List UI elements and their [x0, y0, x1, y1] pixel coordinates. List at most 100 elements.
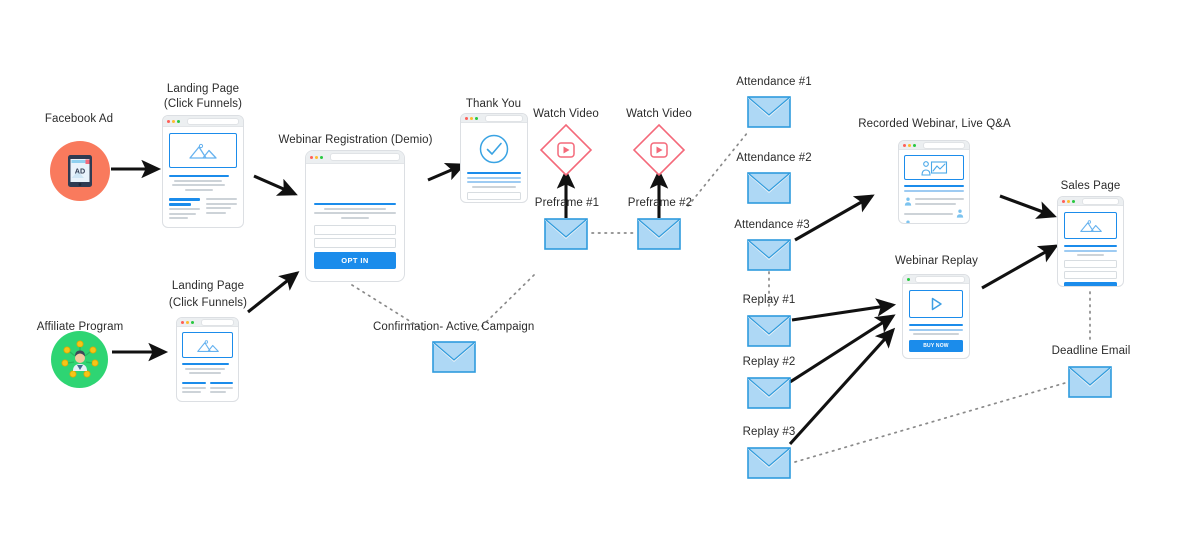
close-dot	[310, 155, 313, 159]
email-input[interactable]	[1064, 271, 1117, 280]
text-line	[206, 198, 237, 201]
person-icon	[906, 220, 910, 223]
landing-page-2-mockup[interactable]	[176, 317, 239, 402]
browser-bar	[1058, 197, 1123, 206]
two-column-block	[182, 379, 233, 395]
recorded-webinar-mockup[interactable]	[898, 140, 970, 224]
page-body: CALL TO ACTION	[1058, 206, 1123, 286]
text-line	[171, 184, 225, 187]
heading-line	[182, 363, 229, 366]
text-line	[341, 216, 369, 219]
maximize-dot	[475, 116, 478, 120]
url-bar	[201, 318, 234, 326]
browser-bar	[899, 141, 969, 150]
watch-video-2-icon[interactable]	[632, 123, 686, 182]
webinar-replay-mockup[interactable]: BUY NOW	[902, 274, 970, 359]
chat-message-row	[904, 196, 964, 208]
text-line	[169, 203, 192, 206]
landing-page-1-label: Landing Page	[166, 83, 240, 95]
deadline-email-label: Deadline Email	[1051, 345, 1131, 357]
landing-page-1-sublabel: (Click Funnels)	[163, 98, 243, 110]
text-line	[904, 189, 964, 192]
minimize-dot	[186, 320, 189, 324]
webinar-registration-label: Webinar Registration (Demio)	[278, 134, 433, 146]
affiliate-program-icon[interactable]	[51, 331, 108, 388]
text-line	[169, 217, 188, 220]
browser-bar	[306, 151, 404, 164]
hero-image	[1064, 212, 1117, 239]
replay-1-icon[interactable]	[747, 315, 791, 352]
close-dot	[167, 119, 170, 123]
webinar-registration-mockup[interactable]: OPT IN	[305, 150, 405, 282]
minimize-dot	[470, 116, 473, 120]
name-input[interactable]	[1064, 260, 1117, 269]
envelope-icon	[747, 96, 791, 128]
browser-bar	[461, 114, 527, 123]
person-icon	[904, 197, 912, 206]
page-body	[899, 150, 969, 223]
attendance-1-icon[interactable]	[747, 96, 791, 133]
text-line	[209, 391, 226, 394]
image-placeholder-icon	[196, 339, 219, 352]
text-line	[912, 333, 960, 336]
heading-line	[1064, 245, 1117, 248]
heading-line	[314, 202, 396, 206]
page-body: CALL TO ACTION	[461, 123, 527, 202]
email-input[interactable]	[314, 237, 396, 248]
replay-3-icon[interactable]	[747, 447, 791, 484]
watch-video-1-label: Watch Video	[533, 108, 599, 120]
maximize-dot	[1072, 199, 1075, 203]
attendance-3-label: Attendance #3	[734, 219, 810, 231]
attendance-1-label: Attendance #1	[736, 76, 812, 88]
call-to-action-button[interactable]: CALL TO ACTION	[1064, 282, 1117, 286]
chat-lines	[904, 210, 953, 217]
buy-now-button[interactable]: BUY NOW	[909, 340, 963, 353]
facebook-ad-label: Facebook Ad	[44, 113, 114, 125]
text-line	[909, 328, 963, 331]
ad-badge-text: AD	[75, 167, 85, 176]
close-dot	[181, 320, 184, 324]
text-line	[174, 179, 223, 182]
envelope-icon	[1068, 366, 1112, 398]
webinar-replay-label: Webinar Replay	[894, 255, 978, 267]
url-bar	[187, 117, 239, 125]
text-line	[471, 185, 517, 188]
watch-video-1-icon[interactable]	[539, 123, 593, 182]
page-body: OPT IN	[306, 164, 404, 279]
image-placeholder-icon	[1079, 220, 1102, 232]
envelope-icon	[747, 239, 791, 271]
text-line	[169, 208, 200, 211]
envelope-icon	[747, 377, 791, 409]
text-line	[467, 176, 521, 179]
video-player[interactable]	[909, 290, 963, 318]
sales-page-mockup[interactable]: CALL TO ACTION	[1057, 196, 1124, 287]
landing-page-1-mockup[interactable]	[162, 115, 244, 228]
name-input[interactable]	[314, 224, 396, 235]
facebook-ad-icon[interactable]: AD	[50, 141, 110, 201]
text-line	[323, 207, 387, 210]
text-line	[467, 181, 521, 184]
page-body	[163, 127, 243, 227]
thank-you-mockup[interactable]: CALL TO ACTION	[460, 113, 528, 203]
opt-in-button[interactable]: OPT IN	[314, 251, 396, 269]
replay-2-icon[interactable]	[747, 377, 791, 414]
chat-lines	[915, 221, 964, 223]
two-column-block	[169, 196, 237, 222]
page-body: BUY NOW	[903, 284, 969, 358]
preframe-1-icon[interactable]	[544, 218, 588, 255]
attendance-3-icon[interactable]	[747, 239, 791, 276]
attendance-2-label: Attendance #2	[736, 152, 812, 164]
deadline-email-icon[interactable]	[1068, 366, 1112, 403]
preframe-2-label: Preframe #2	[627, 197, 693, 209]
presenter-chart-icon	[921, 160, 948, 176]
success-block	[467, 133, 521, 165]
envelope-icon	[747, 447, 791, 479]
text-line	[209, 381, 233, 385]
envelope-icon	[432, 341, 476, 373]
confirmation-email-icon[interactable]	[432, 341, 476, 378]
preframe-2-icon[interactable]	[637, 218, 681, 255]
email-input[interactable]	[467, 191, 521, 200]
attendance-2-icon[interactable]	[747, 172, 791, 209]
maximize-dot	[907, 277, 910, 281]
